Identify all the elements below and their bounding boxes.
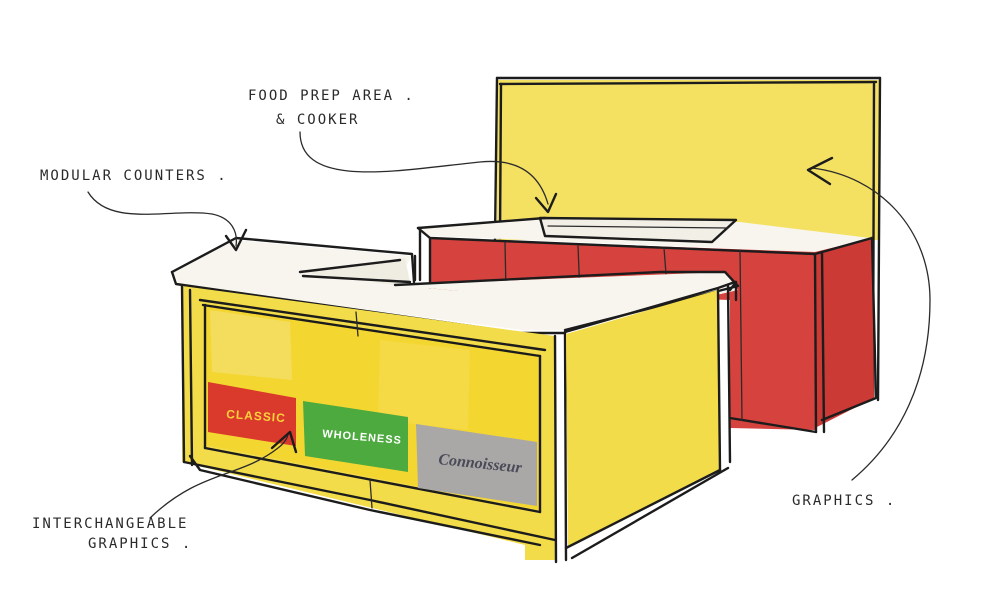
graphics-label: GRAPHICS . [792, 493, 896, 509]
graphic-panels: CLASSIC WHOLENESS Connoisseur [208, 382, 537, 506]
modular-counter-top [170, 236, 740, 335]
back-graphic-wall [493, 76, 882, 402]
annotation-leaders [87, 131, 931, 519]
classic-panel: CLASSIC [208, 382, 296, 446]
interchangeable-label-line2: GRAPHICS . [88, 536, 192, 552]
interchangeable-label-line1: INTERCHANGEABLE [32, 516, 188, 532]
annotations: FOOD PREP AREA . & COOKER MODULAR COUNTE… [32, 88, 896, 552]
food-prep-label-line1: FOOD PREP AREA . [248, 88, 415, 104]
connoisseur-panel: Connoisseur [416, 424, 537, 506]
modular-counters-label: MODULAR COUNTERS . [40, 168, 228, 184]
classic-label: CLASSIC [226, 407, 287, 425]
wholeness-panel: WHOLENESS [303, 401, 408, 472]
modular-counter-side [563, 280, 738, 560]
food-prep-label-line2: & COOKER [276, 112, 359, 128]
